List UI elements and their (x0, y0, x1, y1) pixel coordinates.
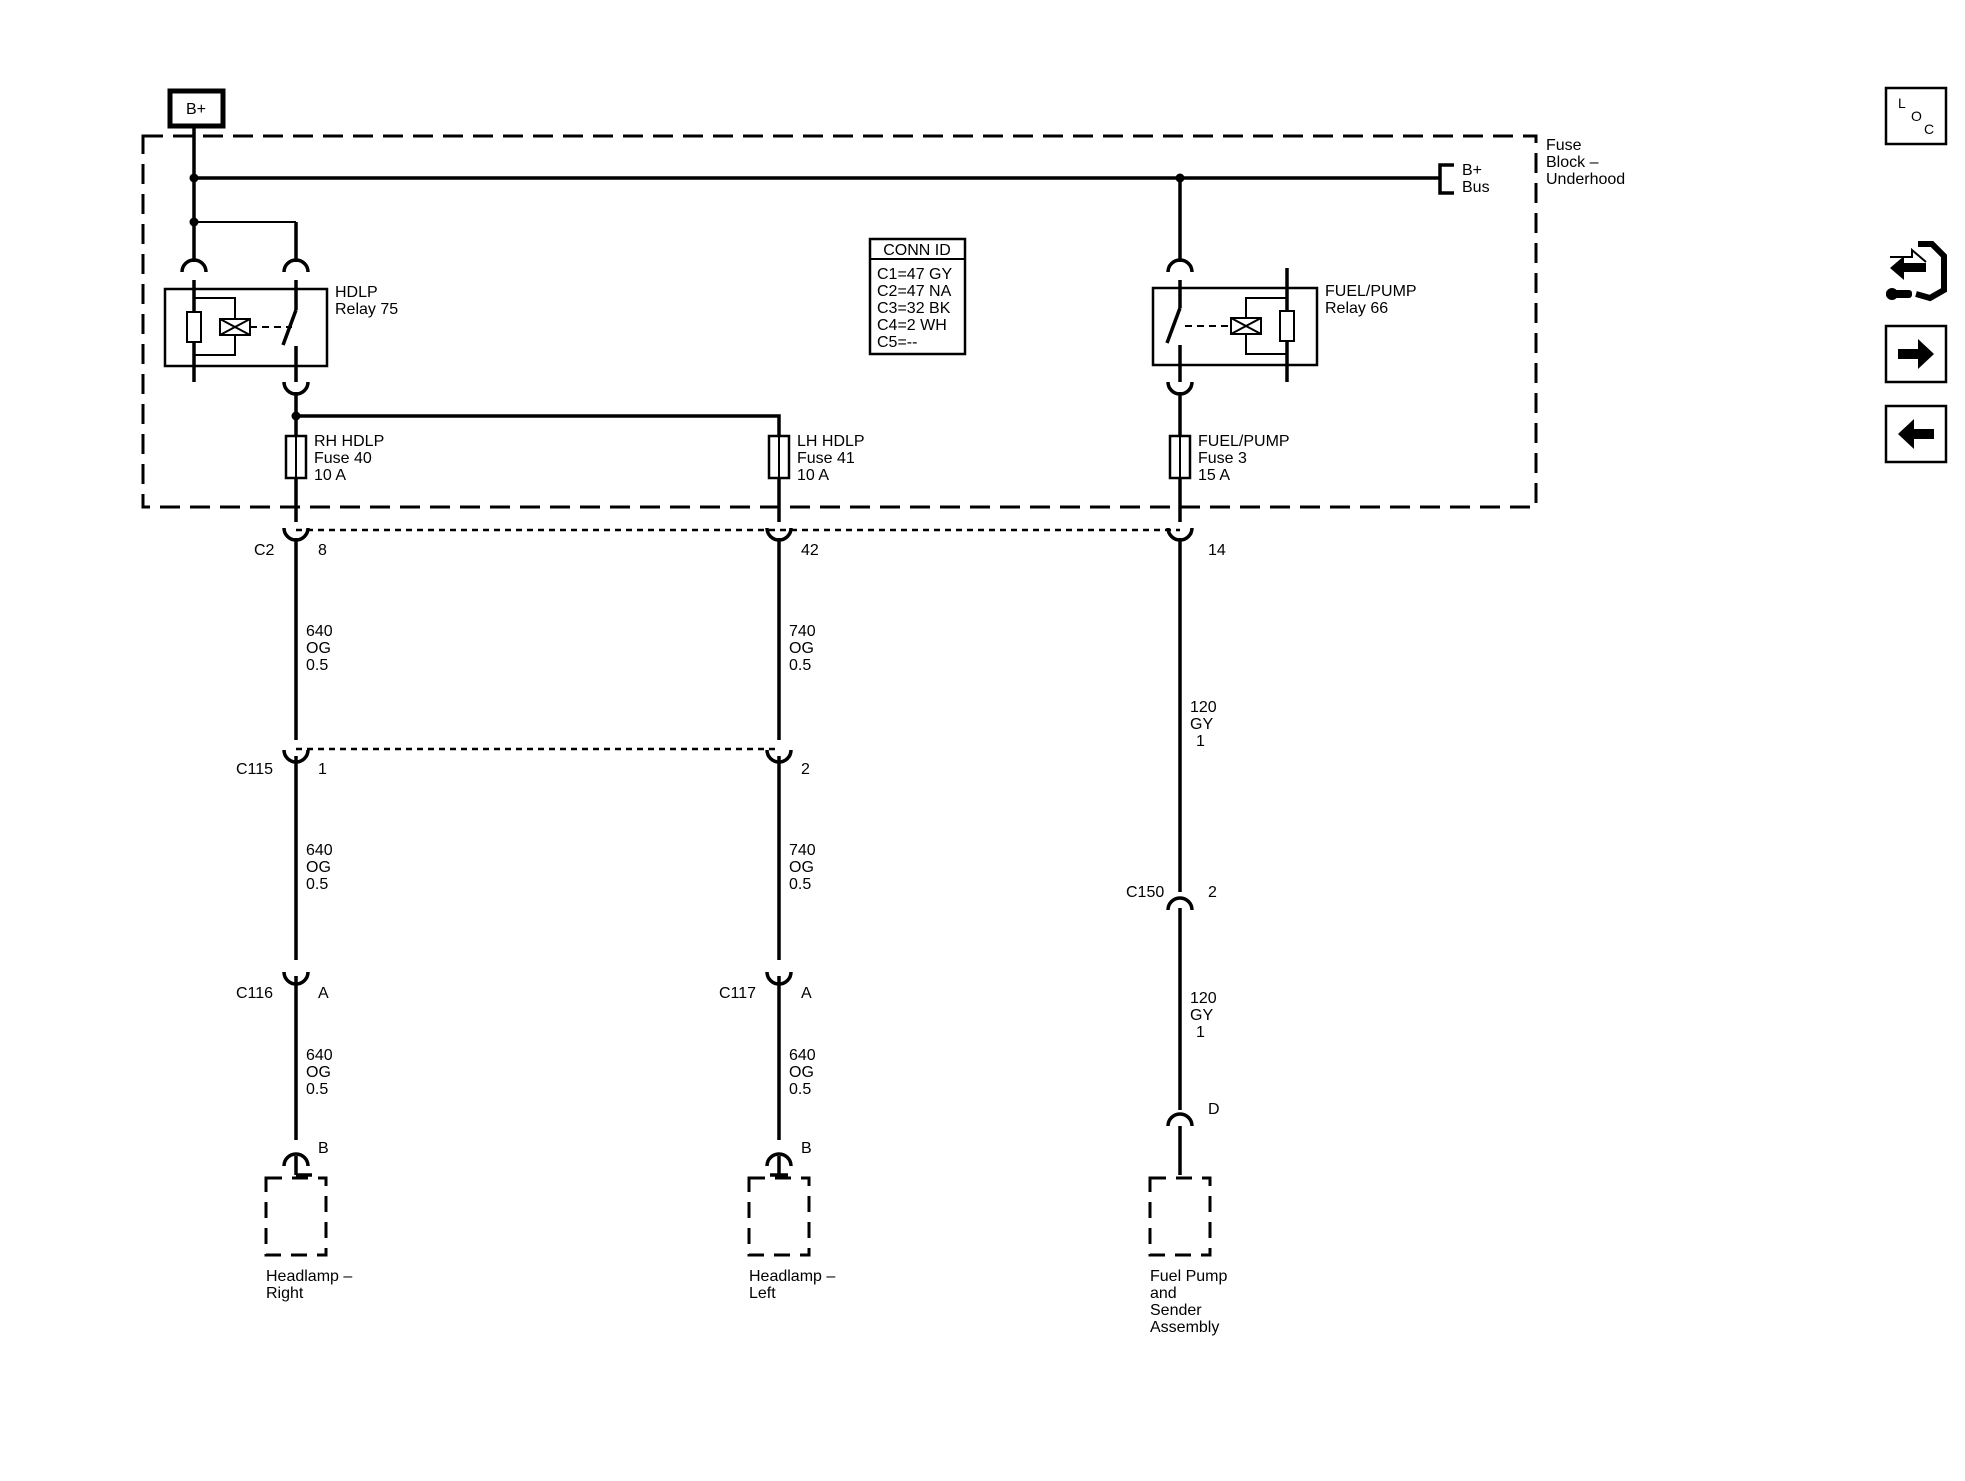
b-plus-bus: B+ Bus (189, 126, 1490, 196)
fuel-pump-connector (1166, 1112, 1194, 1127)
svg-text:D: D (1208, 1101, 1220, 1118)
fuse-block-boundary (141, 134, 1538, 509)
connector-c2: C2 8 42 14 (254, 527, 1226, 559)
fuel-pump-sender-assembly: Fuel Pump and Sender Assembly (1148, 1176, 1232, 1336)
battery-supply: B+ (167, 88, 226, 129)
wire-rh-3-label: 640 OG 0.5 (306, 1047, 337, 1098)
arrow-right-icon (1898, 339, 1934, 369)
supply-label: B+ (186, 101, 206, 118)
svg-text:42: 42 (801, 542, 819, 559)
bus-label: B+ Bus (1462, 162, 1490, 196)
svg-text:8: 8 (318, 542, 327, 559)
circuit-wires (294, 478, 1182, 1175)
wire-lh-2-label: 740 OG 0.5 (789, 842, 820, 893)
wire-lh-1-label: 740 OG 0.5 (789, 623, 820, 674)
wire-fuel-2-label: 120 GY 1 (1190, 990, 1221, 1041)
headlamp-right-label: Headlamp – Right (266, 1268, 357, 1302)
wire-lh-3-label: 640 OG 0.5 (789, 1047, 820, 1098)
svg-text:A: A (318, 985, 329, 1002)
svg-text:B: B (801, 1140, 812, 1157)
svg-text:L: L (1898, 95, 1906, 111)
fuse-fuel-label: FUEL/PUMP Fuse 3 15 A (1198, 433, 1294, 484)
connector-c116: C116 A (236, 971, 329, 1002)
connector-tool-icon[interactable] (1886, 241, 1947, 302)
headlamp-left-label: Headlamp – Left (749, 1268, 840, 1302)
headlamp-right-connector (282, 1152, 310, 1167)
connector-c150: C150 2 (1126, 884, 1217, 911)
svg-text:C115: C115 (236, 761, 273, 778)
fuel-relay-label: FUEL/PUMP Relay 66 (1325, 283, 1421, 317)
connector-c115: C115 1 2 (236, 747, 810, 778)
svg-text:1: 1 (318, 761, 327, 778)
wire-rh-2-label: 640 OG 0.5 (306, 842, 337, 893)
hdlp-relay-label: HDLP Relay 75 (335, 284, 398, 318)
fuel-pump-relay: FUEL/PUMP Relay 66 (1151, 178, 1421, 396)
svg-text:O: O (1911, 108, 1922, 124)
conn-id-table: CONN ID C1=47 GY C2=47 NA C3=32 BK C4=2 … (868, 237, 967, 356)
svg-text:2: 2 (1208, 884, 1217, 901)
svg-text:C117: C117 (719, 985, 756, 1002)
headlamp-left: Headlamp – Left (747, 1173, 840, 1302)
previous-button[interactable] (1884, 404, 1948, 464)
wire-rh-1-label: 640 OG 0.5 (306, 623, 337, 674)
conn-id-rows: C1=47 GY C2=47 NA C3=32 BK C4=2 WH C5=-- (877, 266, 956, 351)
headlamp-left-connector (765, 1152, 793, 1167)
conn-id-title: CONN ID (883, 242, 951, 259)
connector-c117: C117 A (719, 971, 812, 1002)
fuse-block-label: Fuse Block – Underhood (1546, 137, 1625, 188)
svg-text:C150: C150 (1126, 884, 1164, 901)
headlamp-right: Headlamp – Right (264, 1173, 357, 1302)
svg-text:C116: C116 (236, 985, 273, 1002)
fuse-rh-label: RH HDLP Fuse 40 10 A (314, 433, 388, 484)
fuse-lh-label: LH HDLP Fuse 41 10 A (797, 433, 869, 484)
fuse-lh-hdlp: LH HDLP Fuse 41 10 A (767, 433, 869, 484)
svg-text:C: C (1924, 121, 1934, 137)
svg-text:C2: C2 (254, 542, 275, 559)
svg-text:A: A (801, 985, 812, 1002)
fuel-pump-label: Fuel Pump and Sender Assembly (1150, 1268, 1232, 1336)
loc-button[interactable]: L O C (1884, 86, 1948, 146)
hdlp-relay: HDLP Relay 75 (163, 178, 398, 396)
svg-text:14: 14 (1208, 542, 1226, 559)
wire-fuel-1-label: 120 GY 1 (1190, 699, 1221, 750)
svg-text:B: B (318, 1140, 329, 1157)
svg-text:2: 2 (801, 761, 810, 778)
fuse-fuel-pump: FUEL/PUMP Fuse 3 15 A (1168, 433, 1294, 484)
fuse-rh-hdlp: RH HDLP Fuse 40 10 A (284, 416, 388, 484)
next-button[interactable] (1884, 324, 1948, 384)
arrow-left-icon (1898, 419, 1934, 449)
